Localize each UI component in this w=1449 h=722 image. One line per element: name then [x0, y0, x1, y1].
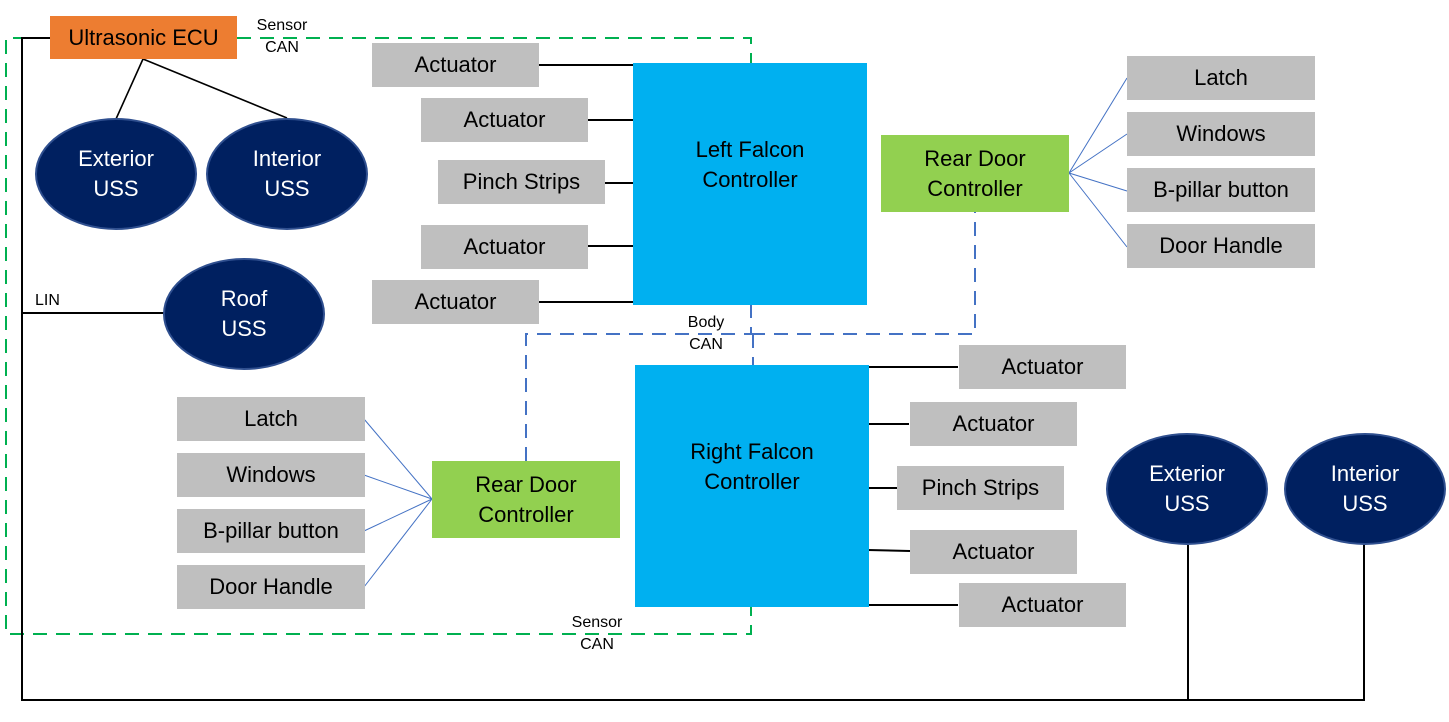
rear-door-left-peripheral[interactable]: B-pillar button: [177, 509, 365, 553]
sensor-can-bus: [5, 37, 752, 635]
rear-door-right-peripheral[interactable]: Latch: [1127, 56, 1315, 100]
rear-door-right-peripheral[interactable]: Windows: [1127, 112, 1315, 156]
left-falcon-peripheral[interactable]: Actuator: [421, 98, 588, 142]
right-falcon-peripheral[interactable]: Pinch Strips: [897, 466, 1064, 510]
rear-door-left-fan: [363, 418, 433, 588]
ecu-to-uss-lines: [115, 58, 288, 120]
right-falcon-peripheral[interactable]: Actuator: [959, 583, 1126, 627]
lin-label: LIN: [35, 292, 60, 309]
right-falcon-peripheral[interactable]: Actuator: [910, 402, 1077, 446]
left-falcon-wires: [538, 64, 635, 303]
rear-door-left-peripheral[interactable]: Windows: [177, 453, 365, 497]
ultrasonic-ecu[interactable]: Ultrasonic ECU: [50, 16, 237, 59]
body-can-bus: [525, 212, 976, 461]
rear-door-right-peripheral[interactable]: B-pillar button: [1127, 168, 1315, 212]
rear-door-left-peripheral[interactable]: Door Handle: [177, 565, 365, 609]
lin-harness: [21, 37, 1365, 701]
left-falcon-peripheral[interactable]: Actuator: [421, 225, 588, 269]
rear-door-right-peripheral[interactable]: Door Handle: [1127, 224, 1315, 268]
right-falcon-peripheral[interactable]: Actuator: [959, 345, 1126, 389]
ultrasonic-ecu-label: Ultrasonic ECU: [68, 24, 219, 50]
sensor-can-bottom-label: Sensor CAN: [571, 614, 623, 653]
rear-door-left-peripheral[interactable]: Latch: [177, 397, 365, 441]
rear-door-right-fan: [1068, 77, 1128, 248]
right-falcon-wires: [867, 366, 958, 606]
sensor-can-top-label: Sensor CAN: [256, 17, 308, 56]
left-falcon-peripheral[interactable]: Actuator: [372, 280, 539, 324]
body-can-label: Body CAN: [687, 314, 725, 353]
right-falcon-peripheral[interactable]: Actuator: [910, 530, 1077, 574]
left-falcon-peripheral[interactable]: Pinch Strips: [438, 160, 605, 204]
left-falcon-peripheral[interactable]: Actuator: [372, 43, 539, 87]
